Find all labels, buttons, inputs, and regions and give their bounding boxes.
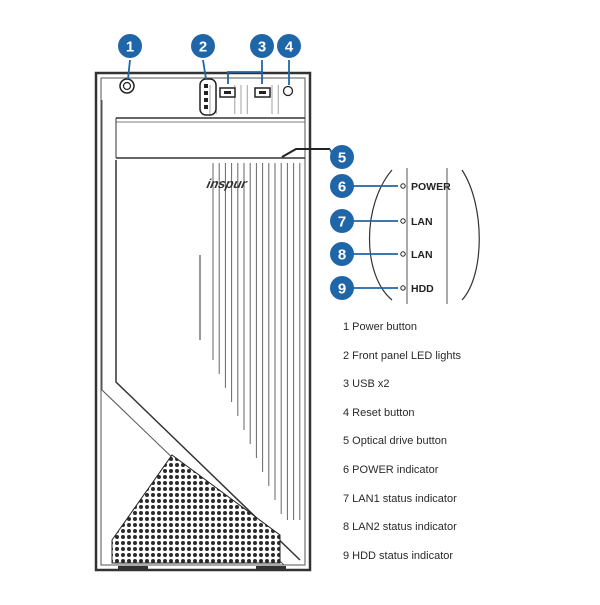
reset-button[interactable] bbox=[282, 85, 294, 97]
usb-ports[interactable] bbox=[219, 87, 271, 98]
led-indicator bbox=[400, 218, 406, 224]
callout-5: 5 bbox=[330, 145, 354, 169]
legend-item: 4 Reset button bbox=[343, 406, 415, 419]
callout-number: 1 bbox=[126, 39, 134, 56]
callout-circle bbox=[330, 174, 354, 198]
callout-leaders bbox=[127, 59, 333, 155]
callout-circle bbox=[330, 242, 354, 266]
led-label: POWER bbox=[411, 181, 451, 193]
mesh-vent bbox=[111, 454, 281, 564]
callout-circle bbox=[250, 34, 274, 58]
callout-markers: 1 2 3 4 5 6 7 8 9 bbox=[118, 34, 354, 300]
callout-7: 7 bbox=[330, 209, 354, 233]
legend-item: 9 HDD status indicator bbox=[343, 549, 454, 562]
legend-list: 1 Power button 2 Front panel LED lights 3 … bbox=[343, 316, 593, 573]
callout-circle bbox=[118, 34, 142, 58]
callout-number: 2 bbox=[199, 39, 207, 56]
callout-circle bbox=[330, 209, 354, 233]
callout-number: 7 bbox=[338, 214, 346, 231]
front-grille bbox=[209, 85, 301, 520]
led-label: LAN bbox=[411, 249, 433, 261]
brand-logo: inspur bbox=[205, 176, 249, 191]
led-indicator bbox=[400, 183, 406, 189]
server-chassis bbox=[94, 71, 312, 572]
legend-item: 7 LAN1 status indicator bbox=[343, 492, 457, 505]
power-button[interactable] bbox=[119, 78, 135, 94]
led-indicator bbox=[400, 285, 406, 291]
legend-item: 8 LAN2 status indicator bbox=[343, 521, 457, 534]
callout-4: 4 bbox=[277, 34, 301, 58]
front-led-lights bbox=[199, 78, 217, 116]
callout-2: 2 bbox=[191, 34, 215, 58]
legend-item: 6 POWER indicator bbox=[343, 463, 439, 476]
led-zoom-panel bbox=[369, 168, 480, 304]
callout-circle bbox=[330, 145, 354, 169]
led-label: LAN bbox=[411, 216, 433, 228]
callout-number: 9 bbox=[338, 281, 346, 298]
legend-item: 5 Optical drive button bbox=[343, 435, 447, 448]
optical-drive-button[interactable] bbox=[281, 148, 330, 158]
callout-circle bbox=[191, 34, 215, 58]
callout-number: 4 bbox=[285, 39, 294, 56]
callout-8: 8 bbox=[330, 242, 354, 266]
callout-circle bbox=[330, 276, 354, 300]
led-label: HDD bbox=[411, 283, 434, 295]
callout-circle bbox=[277, 34, 301, 58]
callout-9: 9 bbox=[330, 276, 354, 300]
callout-number: 8 bbox=[338, 247, 346, 264]
legend-item: 3 USB x2 bbox=[343, 378, 390, 391]
callout-6: 6 bbox=[330, 174, 354, 198]
led-indicator bbox=[400, 251, 406, 257]
callout-number: 5 bbox=[338, 150, 346, 167]
callout-number: 3 bbox=[258, 39, 266, 56]
legend-item: 1 Power button bbox=[343, 321, 417, 333]
legend-item: 2 Front panel LED lights bbox=[343, 349, 462, 362]
callout-number: 6 bbox=[338, 179, 346, 196]
callout-3: 3 bbox=[250, 34, 274, 58]
callout-1: 1 bbox=[118, 34, 142, 58]
